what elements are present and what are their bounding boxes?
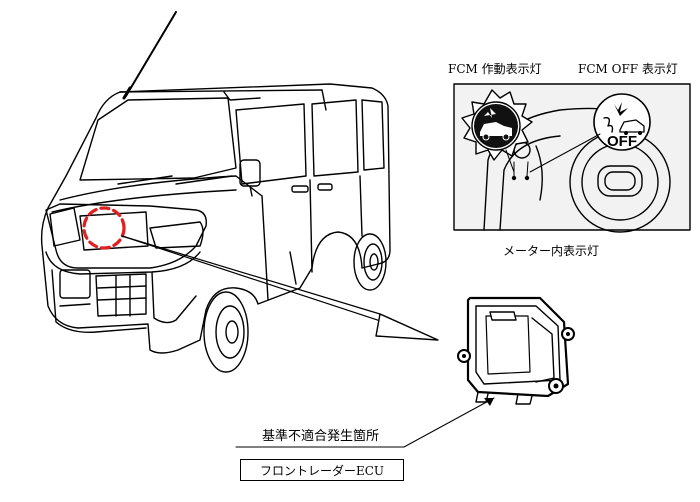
front-radar-ecu-label: フロントレーダーECU [240, 459, 404, 481]
fcm-off-lamp-label: FCM OFF 表示灯 [578, 62, 678, 76]
fcm-active-lamp-label: FCM 作動表示灯 [448, 62, 542, 76]
fcm-active-icon [461, 89, 533, 161]
radar-location-marker [82, 206, 126, 250]
radar-ecu-illustration [457, 296, 575, 405]
van-illustration [40, 11, 391, 373]
ecu-leader [235, 397, 495, 448]
pointer-arrow [121, 235, 439, 341]
nonconformity-site-label: 基準不適合発生箇所 [262, 429, 380, 444]
off-text: OFF [607, 133, 637, 150]
fcm-off-icon: OFF [593, 93, 651, 151]
rear-wheel [353, 233, 387, 291]
front-wheel [203, 291, 249, 373]
antenna [125, 11, 177, 97]
meter-indicator-label: メーター内表示灯 [503, 244, 600, 258]
